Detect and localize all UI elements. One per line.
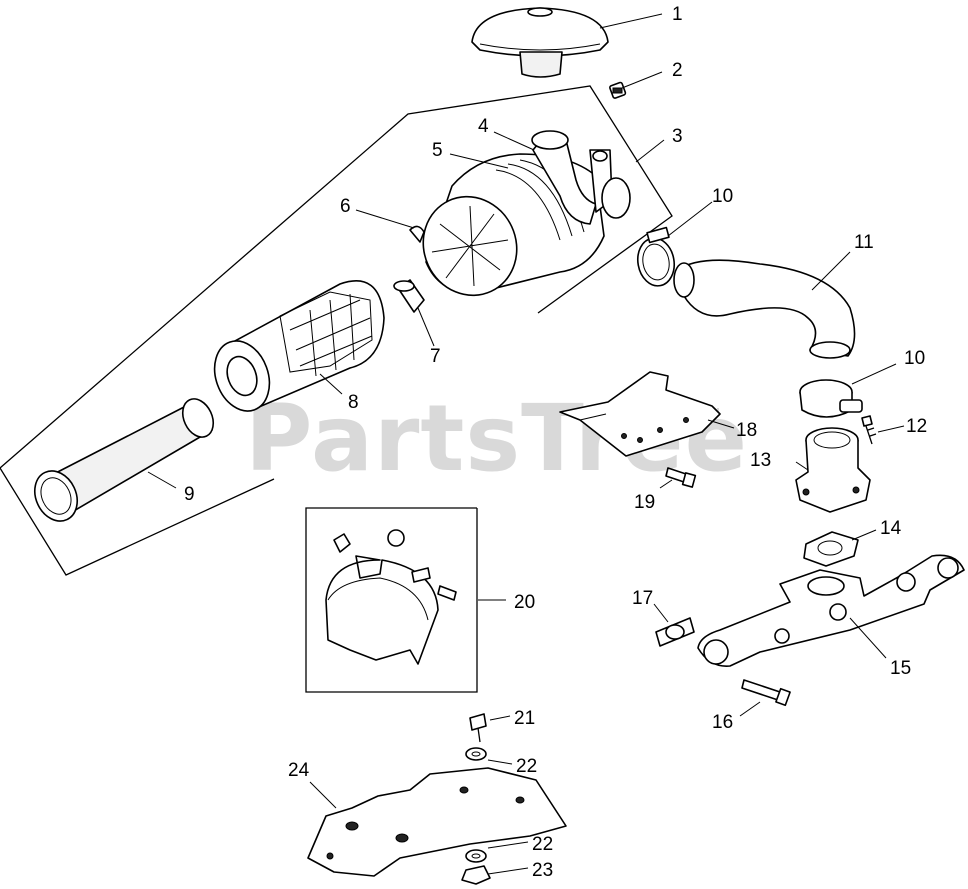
callout-17: 17 bbox=[632, 588, 653, 609]
screw-12 bbox=[861, 415, 877, 445]
callout-labels: 1 2 3 4 5 6 7 8 9 10 10 11 12 13 14 15 1… bbox=[184, 4, 927, 881]
gasket-14 bbox=[803, 531, 859, 567]
screw-19 bbox=[665, 467, 697, 488]
callout-2: 2 bbox=[672, 60, 683, 81]
air-cleaner-assembly-outline bbox=[0, 85, 673, 576]
mounting-plate-24 bbox=[307, 767, 567, 877]
callout-19: 19 bbox=[634, 492, 655, 513]
callout-12: 12 bbox=[906, 416, 927, 437]
callout-13: 13 bbox=[750, 450, 771, 471]
primary-filter bbox=[213, 280, 385, 412]
callout-10-lower: 10 bbox=[904, 348, 925, 369]
callout-10-upper: 10 bbox=[712, 186, 733, 207]
callout-24: 24 bbox=[288, 760, 310, 781]
callout-6: 6 bbox=[340, 196, 351, 217]
washer-22-upper bbox=[465, 747, 487, 761]
leader-lines bbox=[147, 13, 905, 875]
air-cleaner-cap bbox=[471, 7, 609, 78]
callout-21: 21 bbox=[514, 708, 535, 729]
callout-5: 5 bbox=[432, 140, 443, 161]
callout-1: 1 bbox=[672, 4, 683, 25]
intake-manifold bbox=[697, 554, 965, 667]
callout-8: 8 bbox=[348, 392, 359, 413]
vacuator-fitting bbox=[609, 81, 627, 99]
bracket-18 bbox=[559, 371, 721, 457]
callout-14: 14 bbox=[880, 518, 902, 539]
callout-9: 9 bbox=[184, 484, 195, 505]
callout-4: 4 bbox=[478, 116, 489, 137]
callout-18: 18 bbox=[736, 420, 757, 441]
vacuator-valve bbox=[393, 279, 425, 313]
callout-16: 16 bbox=[712, 712, 733, 733]
callout-22-lower: 22 bbox=[532, 834, 553, 855]
washer-22-lower bbox=[465, 849, 487, 863]
hose-clamp-lower bbox=[799, 379, 863, 418]
callout-22-upper: 22 bbox=[516, 756, 537, 777]
hose-clamp-upper bbox=[636, 226, 676, 287]
intake-hose bbox=[673, 259, 856, 359]
callout-23: 23 bbox=[532, 860, 553, 881]
gasket-17 bbox=[655, 617, 695, 647]
nut-23 bbox=[461, 865, 491, 885]
callout-11: 11 bbox=[854, 232, 874, 253]
callout-20: 20 bbox=[514, 592, 535, 613]
mounting-kit bbox=[325, 529, 457, 665]
callout-7: 7 bbox=[430, 346, 441, 367]
air-cleaner-body bbox=[409, 130, 631, 297]
intake-adapter bbox=[795, 427, 871, 513]
callout-3: 3 bbox=[672, 126, 683, 147]
mounting-kit-outline bbox=[305, 507, 478, 693]
secondary-filter bbox=[34, 398, 215, 522]
bolt-16 bbox=[741, 679, 791, 707]
screw-21 bbox=[469, 713, 487, 743]
callout-15: 15 bbox=[890, 658, 911, 679]
